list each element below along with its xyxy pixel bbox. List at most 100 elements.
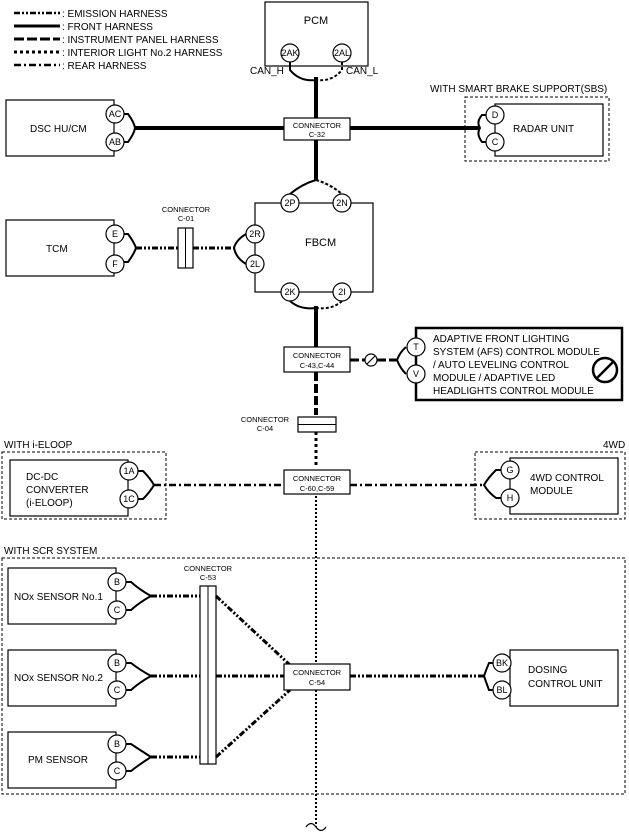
- scr-group-label: WITH SCR SYSTEM: [4, 546, 97, 557]
- can-h-label: CAN_H: [250, 66, 284, 77]
- dcdc-pin-1a: 1A: [119, 461, 139, 481]
- pcm-pin-2ak: 2AK: [280, 43, 300, 63]
- can-l-label: CAN_L: [346, 66, 379, 77]
- fourwd-pin-g: G: [500, 460, 520, 480]
- svg-text:2AK: 2AK: [281, 48, 298, 58]
- fbcm-pin-2i: 2I: [332, 282, 352, 302]
- radar-label: RADAR UNIT: [513, 124, 574, 135]
- dsc-module: [5, 99, 115, 157]
- svg-text:C: C: [114, 605, 121, 615]
- eloop-group-label: WITH i-ELOOP: [4, 440, 73, 451]
- fbcm-pin-2l: 2L: [245, 254, 265, 274]
- fbcm-pin-2n: 2N: [332, 193, 352, 213]
- connector-c60-label: CONNECTOR: [293, 474, 342, 483]
- fourwd-group-label: 4WD: [603, 440, 625, 451]
- pm-pin-c: C: [107, 761, 127, 781]
- afs-pin-t: T: [406, 337, 426, 357]
- svg-text:2K: 2K: [284, 287, 295, 297]
- pcm-pin-2al: 2AL: [332, 43, 352, 63]
- pm-pin-b: B: [107, 734, 127, 754]
- afs-label-line1: ADAPTIVE FRONT LIGHTING: [433, 334, 570, 345]
- connector-c43-label: CONNECTOR: [293, 351, 342, 360]
- dcdc-label-line1: DC-DC: [26, 472, 58, 483]
- fourwd-pin-h: H: [500, 488, 520, 508]
- svg-text:2P: 2P: [284, 198, 295, 208]
- dcdc-label-line3: (i-ELOOP): [26, 498, 73, 509]
- scr-group-box: [1, 557, 626, 795]
- connector-c60-id: C-60,C-59: [300, 484, 335, 493]
- svg-text:BK: BK: [496, 658, 508, 668]
- connector-c01-label: CONNECTOR: [162, 205, 211, 214]
- dosing-pin-bk: BK: [492, 653, 512, 673]
- fourwd-label-line2: MODULE: [530, 486, 573, 497]
- radar-pin-d: D: [485, 105, 505, 125]
- tcm-label: TCM: [46, 244, 68, 255]
- connector-c01-id: C-01: [178, 214, 194, 223]
- connector-c32-label: CONNECTOR: [293, 121, 342, 130]
- afs-module: [414, 326, 624, 402]
- connector-c32: [283, 117, 351, 141]
- nox1-module: [7, 567, 117, 625]
- fourwd-module: [509, 457, 619, 515]
- fbcm-pin-2p: 2P: [280, 193, 300, 213]
- nox2-pin-b: B: [107, 653, 127, 673]
- svg-text:2R: 2R: [249, 229, 261, 239]
- svg-text:V: V: [413, 369, 419, 379]
- svg-text:B: B: [114, 739, 120, 749]
- pm-label: PM SENSOR: [28, 755, 88, 766]
- connector-c60-c59: [283, 469, 351, 495]
- legend-front: : FRONT HARNESS: [62, 22, 153, 33]
- svg-text:2AL: 2AL: [334, 48, 350, 58]
- tcm-pin-f: F: [105, 254, 125, 274]
- legend-instrument: : INSTRUMENT PANEL HARNESS: [62, 35, 219, 46]
- nox2-label: NOx SENSOR No.2: [14, 673, 103, 684]
- svg-text:1A: 1A: [123, 466, 134, 476]
- radar-module: [494, 103, 604, 157]
- afs-pin-v: V: [406, 364, 426, 384]
- afs-label-line2: SYSTEM (AFS) CONTROL MODULE: [433, 347, 600, 358]
- svg-text:C: C: [114, 766, 121, 776]
- nox1-label: NOx SENSOR No.1: [14, 592, 103, 603]
- fbcm-pin-2r: 2R: [245, 224, 265, 244]
- tcm-pin-e: E: [105, 224, 125, 244]
- pm-module: [7, 731, 117, 789]
- dosing-label-line2: CONTROL UNIT: [528, 679, 603, 690]
- dosing-pin-bl: BL: [492, 680, 512, 700]
- connector-c32-id: C-32: [309, 130, 325, 139]
- dsc-pin-ac: AC: [105, 104, 125, 124]
- connector-c54: [283, 663, 351, 691]
- svg-text:BL: BL: [496, 685, 507, 695]
- legend-emission: : EMISSION HARNESS: [62, 9, 168, 20]
- fbcm-pin-2k: 2K: [280, 282, 300, 302]
- dcdc-label-line2: CONVERTER: [26, 485, 89, 496]
- sbs-group-box: [464, 96, 610, 162]
- dosing-label-line1: DOSING: [528, 665, 568, 676]
- connector-c53-label: CONNECTOR: [184, 564, 233, 573]
- svg-text:E: E: [112, 229, 118, 239]
- afs-prohibited-icon: [591, 356, 619, 384]
- nox1-pin-c: C: [107, 600, 127, 620]
- connector-c04-id: C-04: [257, 424, 273, 433]
- connector-c53-id: C-53: [200, 573, 216, 582]
- dsc-label: DSC HU/CM: [30, 124, 87, 135]
- legend-interior: : INTERIOR LIGHT No.2 HARNESS: [62, 48, 223, 59]
- nox2-module: [7, 649, 117, 707]
- dosing-module: [509, 649, 619, 707]
- connector-c54-id: C-54: [309, 678, 325, 687]
- svg-text:2I: 2I: [338, 287, 346, 297]
- svg-text:T: T: [413, 342, 419, 352]
- legend-rear: : REAR HARNESS: [62, 61, 147, 72]
- afs-label-line4: MODULE / ADAPTIVE LED: [433, 373, 555, 384]
- svg-text:F: F: [112, 259, 118, 269]
- connector-c43-c44: [283, 346, 351, 373]
- svg-text:G: G: [506, 465, 513, 475]
- dcdc-pin-1c: 1C: [119, 489, 139, 509]
- not-applicable-icon: [364, 353, 378, 367]
- dsc-pin-ab: AB: [105, 132, 125, 152]
- connector-c54-label: CONNECTOR: [293, 668, 342, 677]
- afs-label-line3: / AUTO LEVELING CONTROL: [433, 360, 569, 371]
- connector-c43-id: C-43,C-44: [300, 361, 335, 370]
- svg-text:C: C: [492, 137, 499, 147]
- afs-label-line5: HEADLIGHTS CONTROL MODULE: [433, 386, 594, 397]
